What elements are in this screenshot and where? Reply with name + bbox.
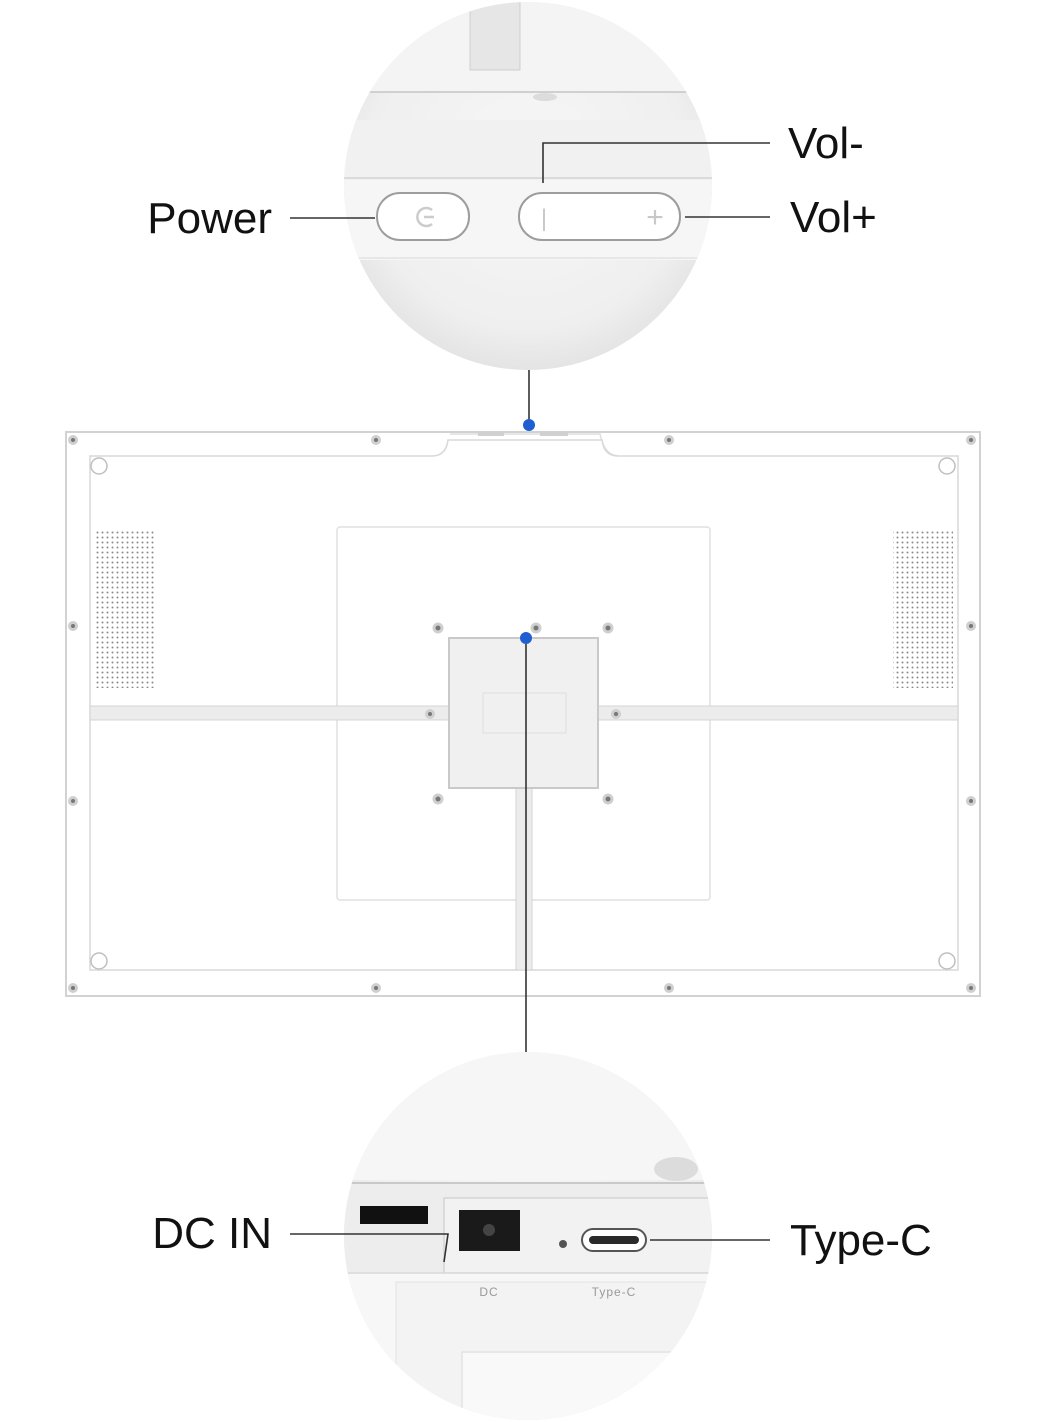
top-marker-dot [523, 419, 535, 431]
center-marker-dot [520, 632, 532, 644]
port-print-type-c: Type-C [592, 1285, 637, 1299]
top-callouts: Power Vol- Vol+ [147, 119, 877, 431]
frame-screws [68, 435, 976, 993]
type-c-port [581, 1228, 647, 1252]
label-dc-in: DC IN [152, 1209, 272, 1258]
indicator-hole [559, 1240, 567, 1248]
power-button-illustration [376, 192, 470, 241]
speaker-grille-right [893, 530, 953, 688]
label-vol-plus: Vol+ [790, 193, 877, 242]
device-back-view [65, 431, 981, 1052]
bottom-zoom-inset: DC Type-C [344, 1052, 712, 1420]
volume-rocker-illustration: | + [518, 192, 681, 241]
bottom-callouts: DC IN Type-C [152, 1209, 932, 1265]
top-zoom-inset: | + [344, 2, 712, 370]
label-type-c: Type-C [790, 1216, 932, 1265]
vesa-screws [425, 622, 621, 805]
label-vol-minus: Vol- [788, 119, 864, 168]
dc-jack [459, 1210, 520, 1251]
power-icon [416, 206, 434, 228]
port-print-dc: DC [479, 1285, 498, 1299]
label-power: Power [147, 194, 272, 243]
vol-plus-glyph: + [646, 201, 664, 234]
vol-minus-glyph: | [541, 205, 547, 232]
usb-a-slot [360, 1206, 428, 1224]
speaker-grille-left [95, 530, 155, 688]
